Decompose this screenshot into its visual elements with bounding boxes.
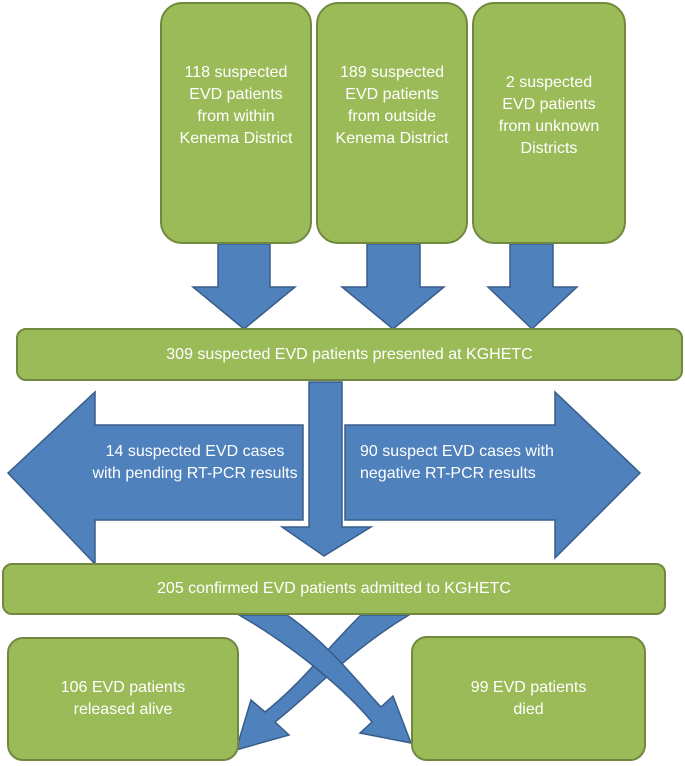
source-box-within-kenema: 118 suspected EVD patients from within K… (160, 2, 312, 244)
source-label-unknown-districts: 2 suspected EVD patients from unknown Di… (498, 74, 600, 157)
presented-box: 309 suspected EVD patients presented at … (16, 328, 683, 381)
left-arrow-pending (6, 390, 304, 566)
source-box-unknown-districts: 2 suspected EVD patients from unknown Di… (472, 2, 626, 244)
released-label: 106 EVD patients released alive (60, 679, 186, 718)
pending-label: 14 suspected EVD cases with pending RT-P… (92, 443, 298, 482)
right-arrow-negative (344, 390, 642, 560)
source-label-outside-kenema: 189 suspected EVD patients from outside … (335, 64, 449, 147)
curved-arrow-died (236, 614, 413, 744)
died-box: 99 EVD patients died (411, 636, 646, 761)
died-label: 99 EVD patients died (470, 678, 587, 718)
source-box-outside-kenema: 189 suspected EVD patients from outside … (316, 2, 468, 244)
released-box: 106 EVD patients released alive (7, 637, 239, 761)
admitted-label: 205 confirmed EVD patients admitted to K… (157, 580, 511, 597)
admitted-box: 205 confirmed EVD patients admitted to K… (2, 563, 666, 615)
source-label-within-kenema: 118 suspected EVD patients from within K… (179, 64, 293, 147)
down-arrow-1 (190, 243, 298, 330)
down-arrow-2 (339, 243, 447, 330)
negative-label: 90 suspect EVD cases with negative RT-PC… (360, 443, 554, 482)
down-arrow-3 (486, 243, 579, 331)
down-arrow-center (279, 381, 374, 557)
presented-label: 309 suspected EVD patients presented at … (166, 345, 533, 363)
